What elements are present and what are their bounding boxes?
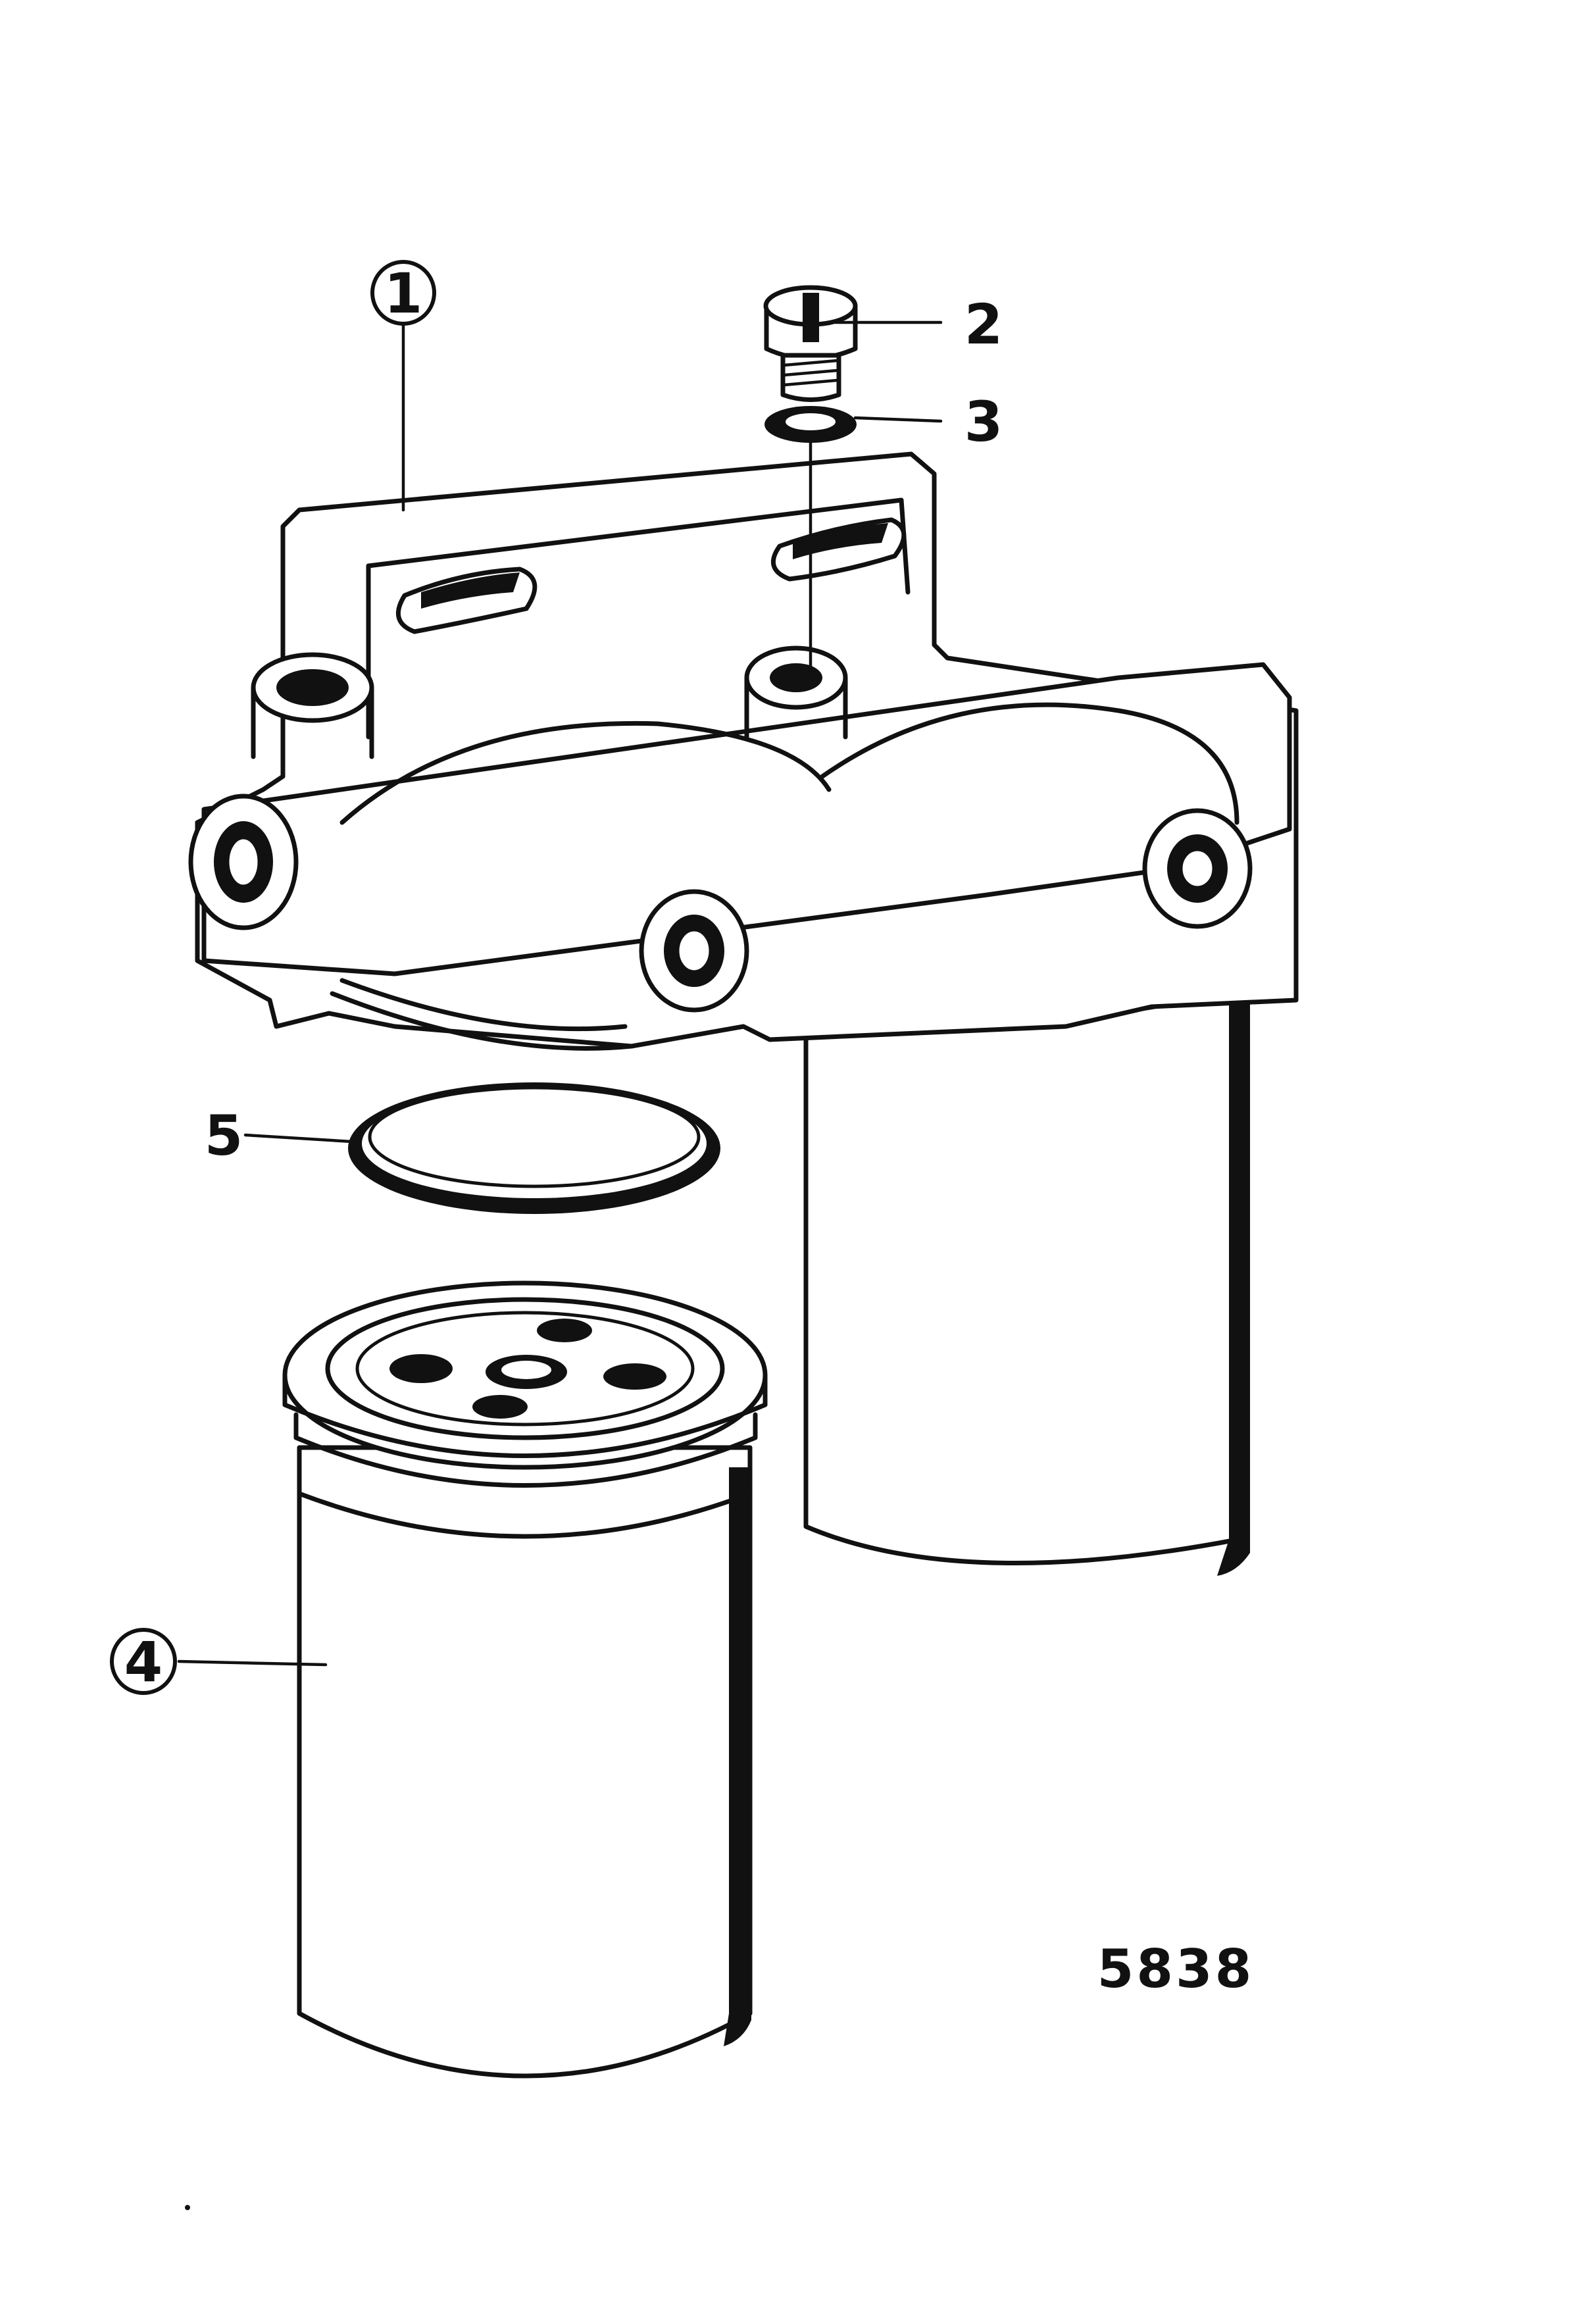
figure-number: 5838	[1097, 1938, 1255, 2000]
callout-1: 1	[370, 260, 436, 326]
callout-2: 2	[964, 292, 1003, 357]
scan-speck	[185, 2205, 190, 2210]
svg-text:2: 2	[964, 292, 1003, 357]
callout-5: 5	[205, 1103, 243, 1168]
sealing-washer	[764, 406, 857, 443]
o-ring-seal	[348, 1082, 720, 1214]
filter-head-bracket	[188, 451, 1299, 1051]
leader-lines	[177, 313, 943, 1667]
svg-text:4: 4	[124, 1630, 163, 1694]
callout-3: 3	[964, 390, 1003, 454]
bleed-screw	[763, 285, 858, 402]
callout-4: 4	[110, 1628, 177, 1695]
svg-text:3: 3	[964, 390, 1003, 454]
svg-text:5: 5	[205, 1103, 243, 1168]
svg-text:1: 1	[384, 261, 422, 326]
filter-cartridge	[282, 1280, 768, 2079]
